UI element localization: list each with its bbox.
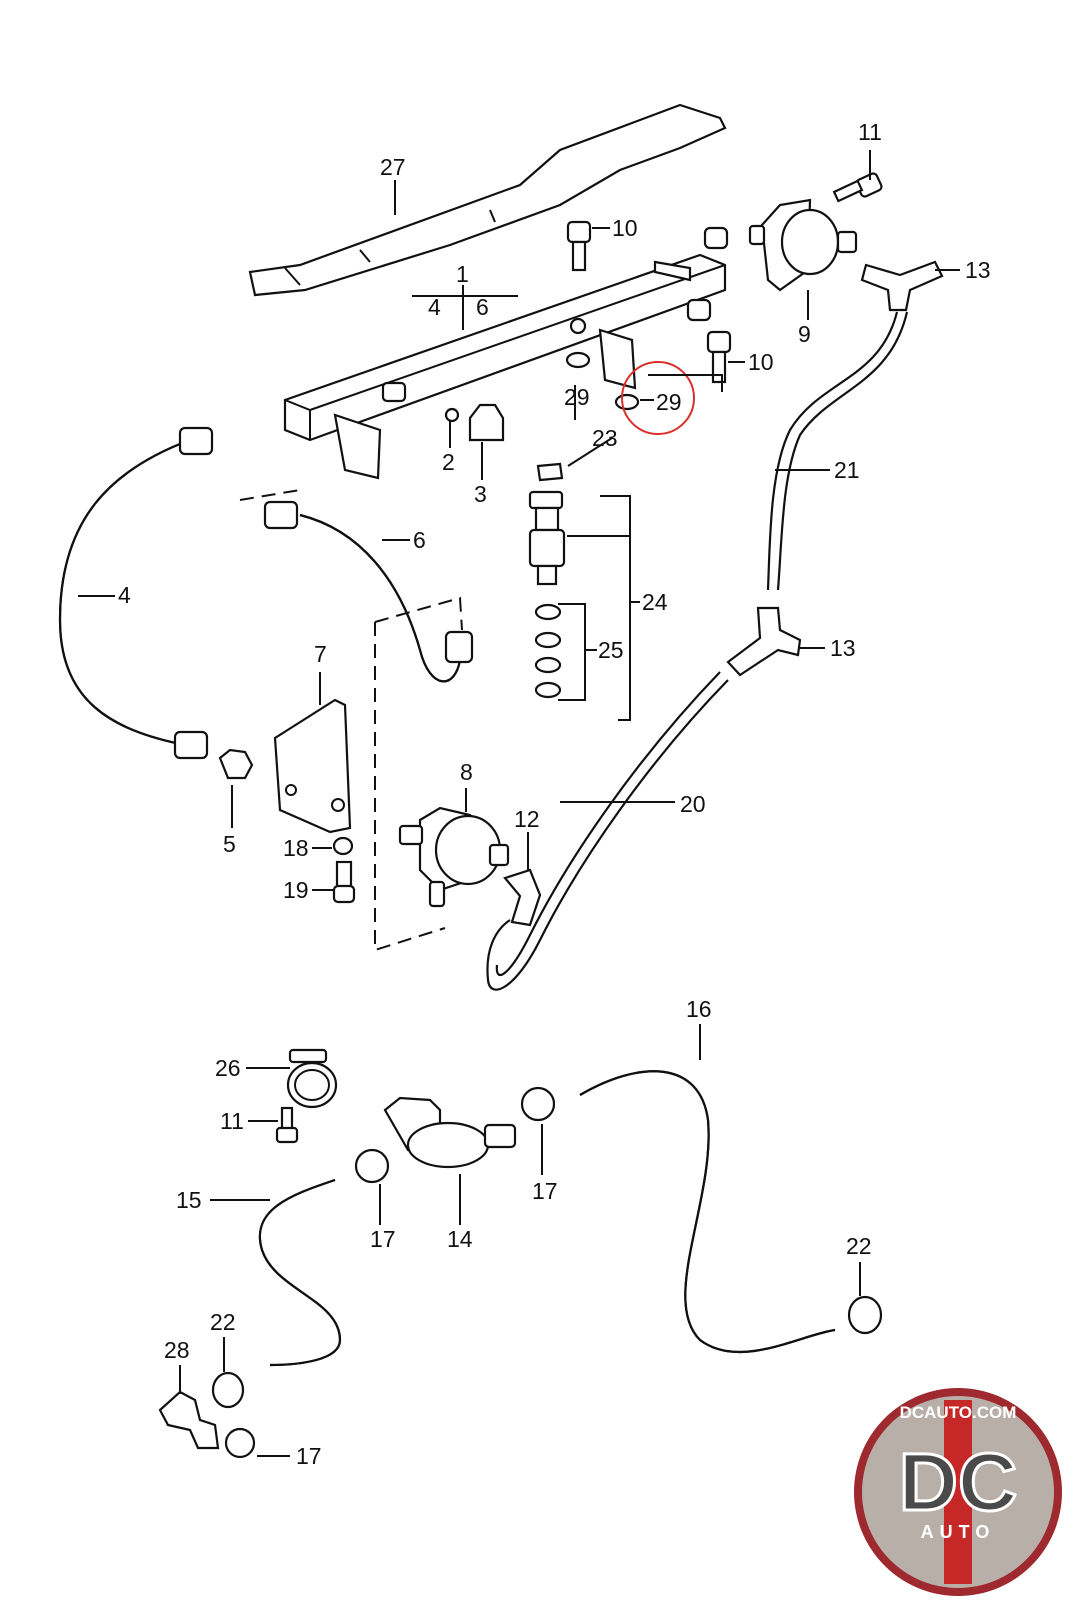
callout-labels: 27 1 4 6 10 11 13 9 10 29 29 2 3 23 21 6…	[118, 119, 991, 1469]
callout-8: 8	[460, 759, 473, 785]
part-23-clip	[536, 462, 564, 482]
callout-17-b: 17	[532, 1178, 558, 1204]
callout-1: 1	[456, 261, 469, 287]
callout-4: 4	[118, 582, 131, 608]
callout-5: 5	[223, 831, 236, 857]
part-22-clamp-b	[211, 1371, 245, 1409]
part-14-valve	[383, 1096, 517, 1169]
callout-23: 23	[592, 425, 618, 451]
part-8-pressure-regulator	[398, 806, 510, 908]
callout-15: 15	[176, 1187, 202, 1213]
callout-13-upper: 13	[965, 257, 991, 283]
callout-17-a: 17	[370, 1226, 396, 1252]
callout-26: 26	[215, 1055, 241, 1081]
highlight-circle	[621, 361, 695, 435]
callout-9: 9	[798, 321, 811, 347]
part-11-bolt-top	[832, 172, 883, 203]
callout-24: 24	[642, 589, 668, 615]
callout-11-lower: 11	[220, 1108, 244, 1134]
part-9-pressure-regulator	[748, 198, 858, 292]
part-10-bolt-right	[706, 330, 732, 384]
callout-19: 19	[283, 877, 309, 903]
part-12-hose-piece	[503, 868, 542, 927]
part-22-clamp-a	[847, 1295, 883, 1335]
callout-12: 12	[514, 806, 540, 832]
part-18-washer	[332, 836, 354, 856]
callout-4-sub: 4	[428, 294, 441, 320]
logo-top-text: DCAUTO.COM	[900, 1403, 1017, 1422]
callout-3: 3	[474, 481, 487, 507]
assembly-bracket-dashed	[239, 489, 463, 952]
part-27-heat-shield	[248, 103, 727, 297]
part-2-ball	[444, 407, 460, 423]
part-24-injector	[528, 490, 566, 586]
part-28-elbow	[158, 1390, 220, 1450]
callout-18: 18	[283, 835, 309, 861]
callout-7: 7	[314, 641, 327, 667]
part-19-bolt	[332, 860, 356, 904]
part-3-cap	[468, 403, 505, 442]
callout-27: 27	[380, 154, 406, 180]
callout-6: 6	[413, 527, 426, 553]
part-29-washer	[565, 351, 591, 369]
part-5-nut	[218, 748, 254, 780]
part-1-fuel-rail	[283, 226, 729, 480]
part-17-clamp-b	[520, 1086, 556, 1122]
part-13-tee-upper	[860, 260, 944, 312]
callout-28: 28	[164, 1337, 190, 1363]
logo-sub-text: AUTO	[921, 1522, 996, 1542]
callout-17-c: 17	[296, 1443, 322, 1469]
part-11-bolt-lower	[275, 1106, 299, 1144]
logo-letters: DC	[899, 1437, 1017, 1528]
callout-6-sub: 6	[476, 294, 489, 320]
part-17-clamp-c	[224, 1427, 256, 1459]
part-17-clamp-a	[354, 1148, 390, 1184]
callout-25: 25	[598, 637, 624, 663]
part-20-hose	[486, 679, 729, 991]
callout-20: 20	[680, 791, 706, 817]
callout-14: 14	[447, 1226, 473, 1252]
callout-2: 2	[442, 449, 455, 475]
callout-22-right: 22	[846, 1233, 872, 1259]
leader-lines	[78, 150, 960, 1457]
part-26-clamp	[286, 1048, 338, 1109]
part-29-washer-highlighted	[614, 393, 640, 411]
part-10-bolt-top	[566, 220, 592, 272]
callout-10-top: 10	[612, 215, 638, 241]
part-21-hose	[766, 311, 899, 591]
callout-11-top: 11	[858, 119, 882, 145]
part-25-seals	[534, 603, 562, 699]
callout-29-left: 29	[564, 384, 590, 410]
part-13-tee-lower	[726, 606, 802, 677]
dcauto-logo: DCAUTO.COM DC AUTO	[854, 1388, 1062, 1596]
callout-10-right: 10	[748, 349, 774, 375]
callout-13-lower: 13	[830, 635, 856, 661]
callout-29-right: 29	[656, 389, 682, 415]
part-15-hose	[258, 1178, 342, 1367]
callout-22-left: 22	[210, 1309, 236, 1335]
part-7-bracket	[273, 698, 352, 834]
callout-21: 21	[834, 457, 860, 483]
callout-16: 16	[686, 996, 712, 1022]
